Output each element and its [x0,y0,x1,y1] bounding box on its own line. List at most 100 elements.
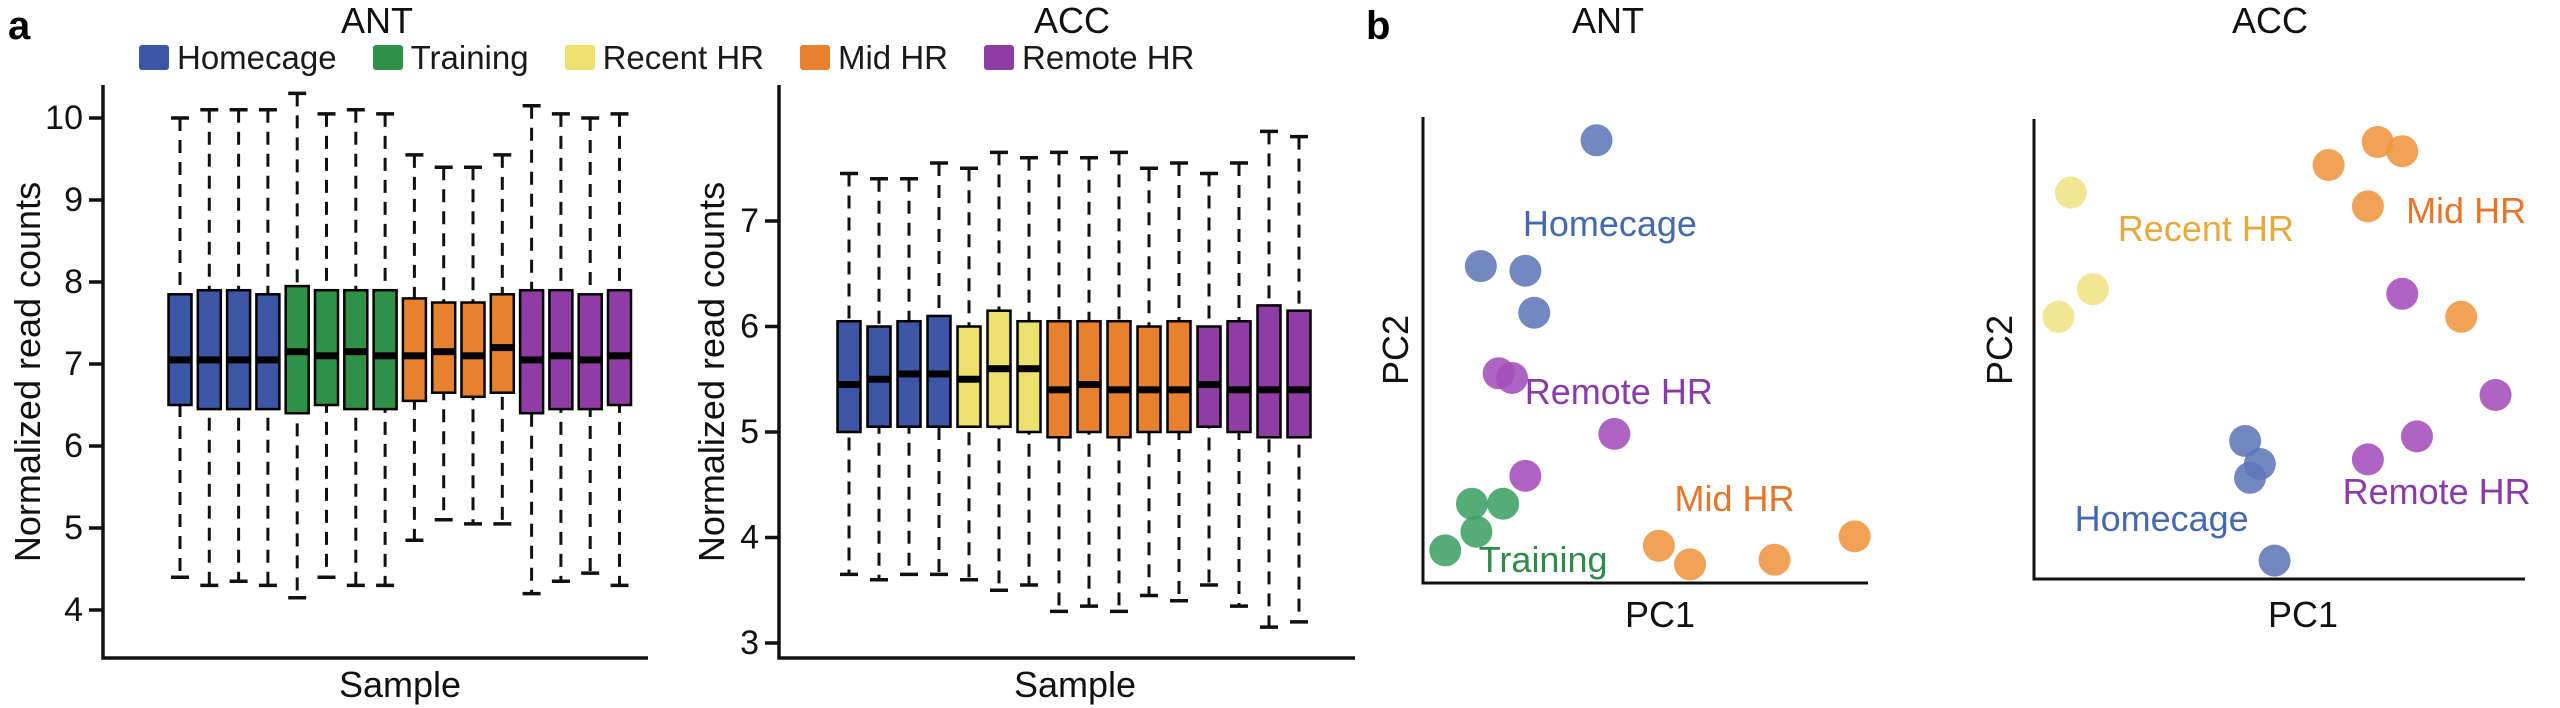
ant-pca-ylabel: PC2 [1375,314,1416,386]
boxplot-median [1227,386,1251,394]
boxplot-box [548,288,574,411]
pca-point-recent-hr [2076,273,2109,306]
boxplot-median [1017,365,1041,373]
ant-boxplot-title: ANT [341,0,413,41]
ant-pca-label-training: Training [1478,538,1608,580]
ant-boxplot-axes [101,85,648,660]
pca-point-homecage [1580,124,1613,157]
legend: Homecage Training Recent HR Mid HR Remote HR [139,41,1194,74]
pca-point-remote-hr [1496,361,1528,394]
boxplot-box [1196,325,1222,428]
boxplot-median [608,352,631,360]
acc-boxplot-xlabel: Sample [1013,664,1137,705]
ant-boxplot-ytick-label: 9 [64,181,83,219]
boxplot-median [402,352,426,360]
boxplot-median [490,344,514,352]
boxplot-median [1167,386,1191,394]
boxplot-box [196,288,223,411]
acc-pca-label-remote-hr: Remote HR [2342,470,2531,512]
acc-pca-title: ACC [2231,0,2309,41]
acc-boxplot-ytick-label: 3 [740,624,759,662]
acc-boxplot-ytick-label: 5 [740,413,759,451]
boxplot-median [987,365,1011,373]
acc-boxplot-ytick-label: 4 [740,519,759,557]
boxplot-box [577,293,603,411]
boxplot-box [313,288,340,407]
boxplot-median [957,375,981,383]
legend-item-recent-hr: Recent HR [564,41,764,74]
legend-item-training: Training [372,39,529,76]
panel-a-letter: a [8,4,31,48]
legend-item-mid-hr: Mid HR [799,39,948,76]
boxplot-median [227,356,251,364]
pca-point-homecage [2258,544,2291,577]
boxplot-median [256,356,280,364]
boxplot-box [255,293,281,411]
boxplot-median [520,356,544,364]
pca-point-mid-hr [2361,126,2394,158]
pca-point-remote-hr [2479,379,2512,411]
acc-boxplot-axes [777,85,1355,660]
boxplot-box [489,293,516,394]
legend-swatch-remote-hr [984,45,1014,70]
boxplot-box [225,288,252,411]
boxplot-box [1016,319,1042,434]
legend-label: Mid HR [837,39,948,76]
boxplot-box [1286,309,1312,439]
boxplot-median [1287,386,1311,394]
ant-boxplot-ytick-label: 8 [64,263,83,301]
legend-item-homecage: Homecage [139,41,337,74]
boxplot-median [373,352,397,360]
acc-pca-label-mid-hr: Mid HR [2406,190,2527,231]
legend-label: Training [410,39,529,76]
pca-point-training [1455,487,1488,520]
legend-label: Remote HR [1022,39,1195,76]
ant-boxplot-ytick-label: 4 [64,591,83,629]
ant-boxplot-ylabel: Normalized read counts [7,181,48,563]
boxplot-box [372,288,398,411]
pca-point-homecage [1509,254,1542,287]
pca-point-mid-hr [2445,300,2478,333]
acc-boxplot-title: ACC [1033,0,1111,41]
pca-point-training [1460,515,1493,548]
legend-swatch-recent-hr [564,45,595,70]
boxplot-median [1257,386,1281,394]
ant-boxplot-ytick-label: 10 [45,99,83,137]
ant-pca-title: ANT [1572,0,1644,41]
pca-point-homecage [2229,425,2262,457]
boxplot-box [167,293,193,407]
boxplot-median [432,348,456,356]
pca-point-mid-hr [1642,529,1675,562]
acc-pca-label-homecage: Homecage [2074,498,2249,540]
ant-boxplot-ytick-label: 5 [64,509,83,547]
boxplot-median [1137,386,1161,394]
boxplot-median [1077,381,1101,389]
boxplot-box [1136,325,1162,434]
boxplot-median [168,356,192,364]
boxplot-median [897,370,921,378]
pca-point-mid-hr [2312,149,2345,181]
pca-point-mid-hr [2386,135,2419,168]
ant-pca-label-remote-hr: Remote HR [1524,370,1713,412]
pca-point-remote-hr [2400,420,2433,453]
pca-point-homecage [2234,461,2267,494]
boxplot-median [867,375,891,383]
boxplot-median [837,381,861,389]
acc-pca-ylabel: PC2 [1979,314,2020,386]
boxplot-box [1256,304,1282,439]
legend-label: Homecage [177,39,337,76]
acc-boxplot-ytick-label: 6 [740,308,759,346]
pca-point-mid-hr [1838,520,1871,553]
pca-point-mid-hr [2351,190,2384,223]
pca-point-homecage [1464,250,1497,283]
boxplot-median [549,352,573,360]
acc-pca-label-recent-hr: Recent HR [2117,208,2294,250]
pca-point-training [1487,487,1520,520]
ant-boxplot-ytick-label: 6 [64,427,83,465]
ant-pca-label-homecage: Homecage [1522,203,1697,245]
boxplot-box [1076,319,1102,434]
pca-point-remote-hr [1598,417,1631,450]
acc-pca-axes [2032,119,2525,581]
